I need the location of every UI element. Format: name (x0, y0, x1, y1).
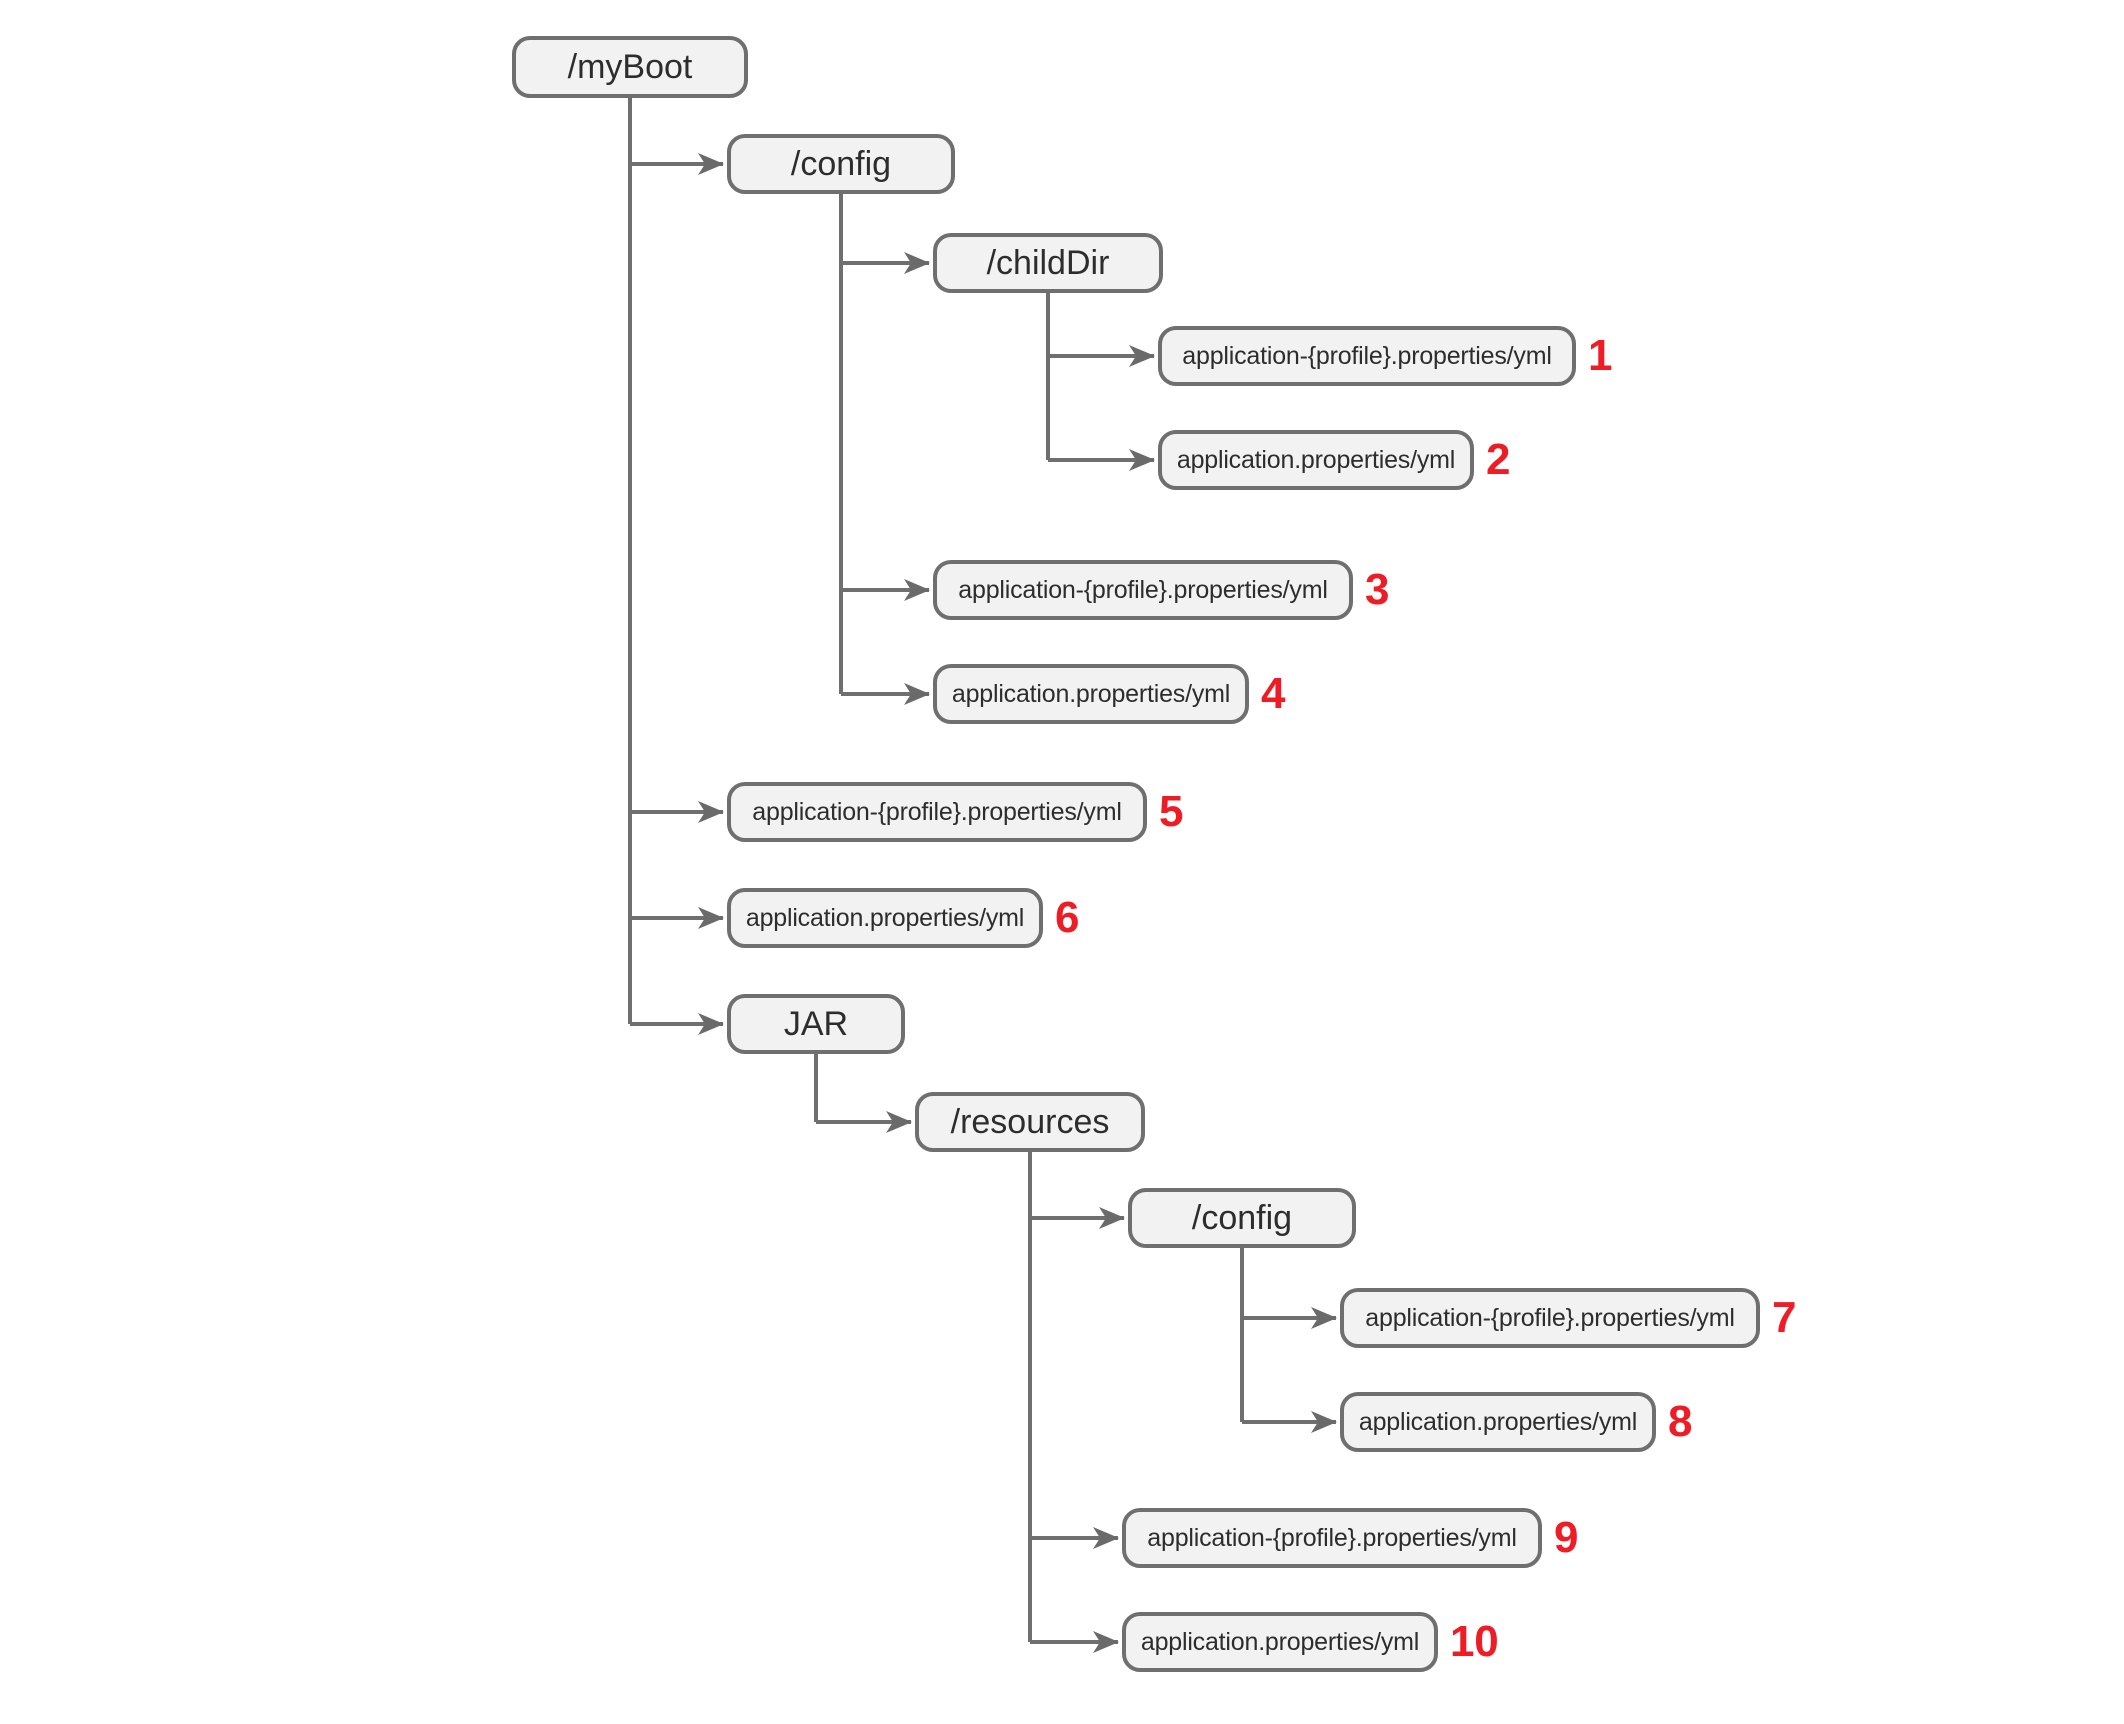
node-label: /config (790, 144, 892, 183)
node-label: application-{profile}.properties/yml (752, 797, 1122, 826)
node-myboot-folder: /myBoot (512, 36, 748, 98)
priority-number-1: 1 (1588, 331, 1613, 380)
node-file-priority-4: application.properties/yml 4 (933, 664, 1285, 724)
priority-number-4: 4 (1261, 669, 1286, 718)
node-label: application-{profile}.properties/yml (1365, 1303, 1735, 1332)
node-resources-folder: /resources (915, 1092, 1145, 1152)
priority-number-6: 6 (1055, 893, 1080, 942)
node-jar-folder: JAR (727, 994, 905, 1054)
node-file-priority-6: application.properties/yml 6 (727, 888, 1079, 948)
priority-number-10: 10 (1450, 1617, 1499, 1666)
node-file-priority-1: application-{profile}.properties/yml 1 (1158, 326, 1612, 386)
node-file-priority-3: application-{profile}.properties/yml 3 (933, 560, 1389, 620)
priority-number-2: 2 (1486, 435, 1511, 484)
priority-number-9: 9 (1554, 1513, 1579, 1562)
node-label: /myBoot (567, 47, 693, 86)
node-label: application-{profile}.properties/yml (958, 575, 1328, 604)
node-childdir-folder: /childDir (933, 233, 1163, 293)
node-file-priority-5: application-{profile}.properties/yml 5 (727, 782, 1183, 842)
node-label: /resources (950, 1102, 1110, 1141)
node-label: application.properties/yml (1140, 1627, 1420, 1656)
node-jar-config-folder: /config (1128, 1188, 1356, 1248)
priority-number-5: 5 (1159, 787, 1184, 836)
node-label: /childDir (986, 243, 1110, 282)
node-label: /config (1191, 1198, 1293, 1237)
node-label: JAR (783, 1004, 849, 1043)
node-file-priority-10: application.properties/yml 10 (1122, 1612, 1499, 1672)
priority-number-7: 7 (1772, 1293, 1797, 1342)
priority-number-3: 3 (1365, 565, 1390, 614)
node-label: application.properties/yml (951, 679, 1231, 708)
node-label: application.properties/yml (1176, 445, 1456, 474)
node-label: application-{profile}.properties/yml (1147, 1523, 1517, 1552)
node-file-priority-7: application-{profile}.properties/yml 7 (1340, 1288, 1796, 1348)
node-file-priority-9: application-{profile}.properties/yml 9 (1122, 1508, 1578, 1568)
node-file-priority-8: application.properties/yml 8 (1340, 1392, 1692, 1452)
node-label: application.properties/yml (745, 903, 1025, 932)
node-label: application.properties/yml (1358, 1407, 1638, 1436)
node-file-priority-2: application.properties/yml 2 (1158, 430, 1510, 490)
node-label: application-{profile}.properties/yml (1182, 341, 1552, 370)
node-config-folder: /config (727, 134, 955, 194)
priority-number-8: 8 (1668, 1397, 1693, 1446)
